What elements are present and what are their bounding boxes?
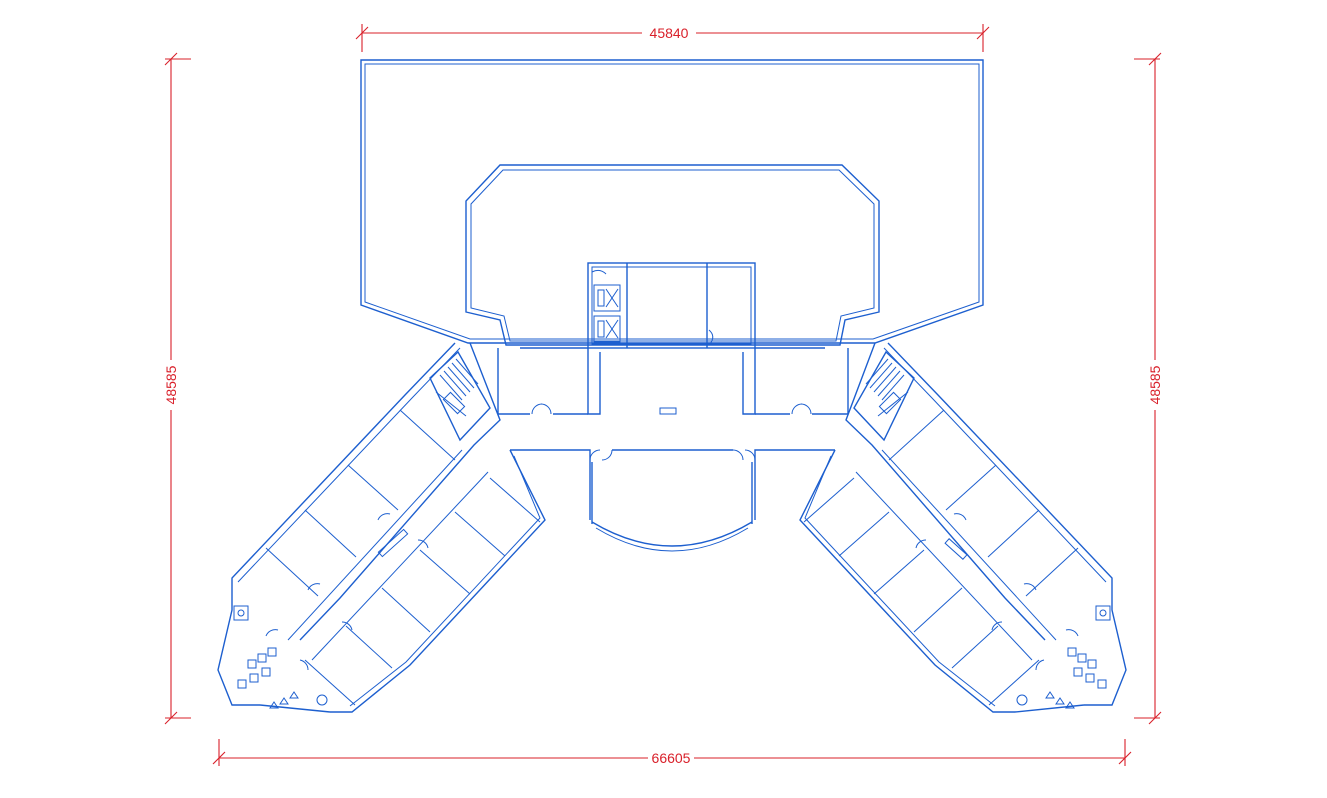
right-wing: [799, 342, 1127, 713]
auditorium-outline: [465, 164, 880, 346]
dimension-top: 45840: [355, 24, 990, 52]
left-wing: [217, 342, 546, 713]
north-block-outline: [360, 59, 984, 344]
right-toilet-fixtures: [1016, 647, 1107, 709]
dimension-right: 48585: [1134, 52, 1163, 725]
dimension-right-value: 48585: [1147, 365, 1163, 404]
elevator-1: [593, 284, 621, 312]
dimension-bottom: 66605: [212, 739, 1132, 766]
main-hall: [497, 347, 849, 552]
dimension-top-value: 45840: [650, 25, 689, 41]
dimension-bottom-value: 66605: [652, 750, 691, 766]
elevator-2: [593, 315, 621, 343]
left-toilet-fixtures: [237, 647, 328, 709]
dimension-left: 48585: [163, 52, 191, 725]
dimension-left-value: 48585: [163, 365, 179, 404]
central-core: [587, 262, 756, 349]
